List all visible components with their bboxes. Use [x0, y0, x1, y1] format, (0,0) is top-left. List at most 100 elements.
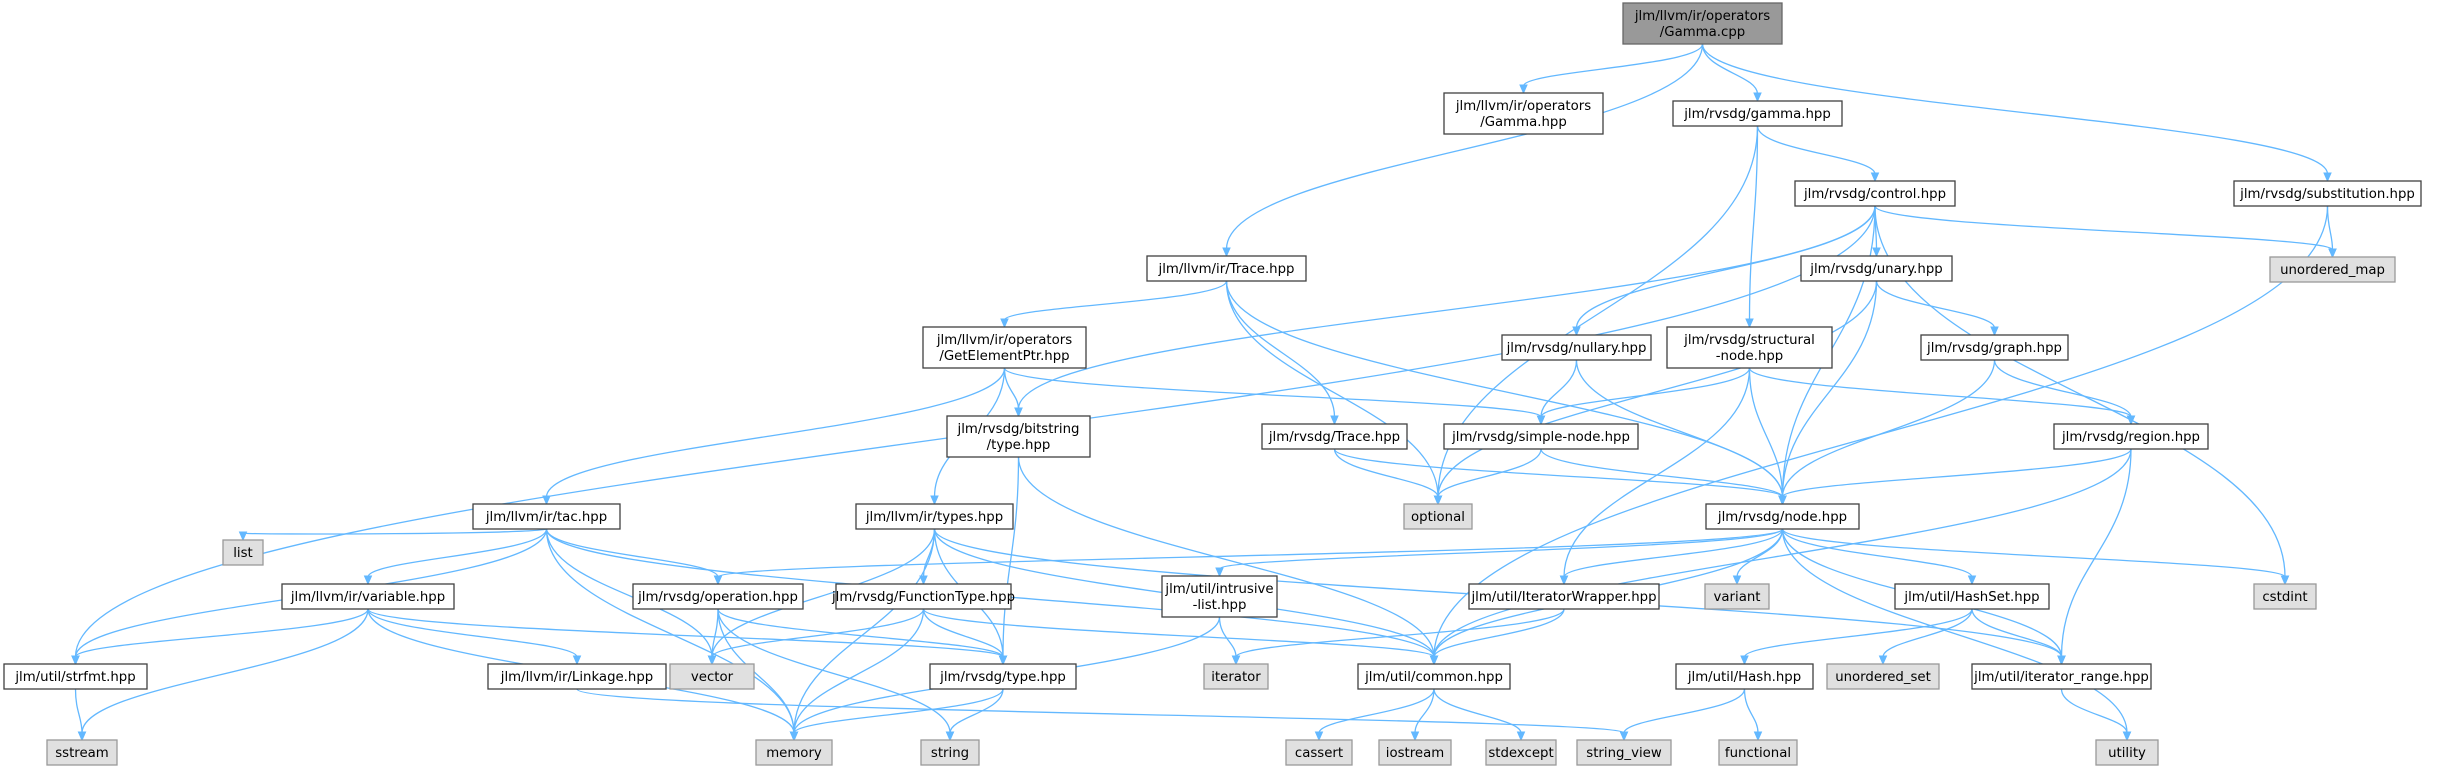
edge-rvsdg_node-to-rvsdg_operation	[713, 528, 1784, 586]
node-rvsdg_unary[interactable]: jlm/rvsdg/unary.hpp	[1800, 255, 1953, 282]
edge-rvsdg_structural-to-iterator_wrapper	[1559, 367, 1751, 586]
edge-iterator_wrapper-to-iterator	[1231, 608, 1565, 666]
edge-rvsdg_node-to-intrusive_list	[1215, 528, 1784, 578]
edge-iterator_range-to-utility	[2060, 688, 2132, 742]
edge-strfmt-to-sstream	[74, 688, 87, 742]
node-label: jlm/rvsdg/simple-node.hpp	[1451, 430, 1630, 445]
edge-tac-to-list	[238, 528, 548, 542]
edge-hashset-to-util_hash	[1740, 608, 1973, 666]
edge-rvsdg_structural-to-rvsdg_node	[1748, 367, 1787, 506]
node-label: jlm/rvsdg/graph.hpp	[1926, 341, 2062, 356]
node-string: string	[920, 739, 980, 766]
node-optional: optional	[1403, 503, 1473, 530]
node-label: iostream	[1386, 746, 1444, 761]
node-rvsdg_gamma[interactable]: jlm/rvsdg/gamma.hpp	[1672, 100, 1843, 127]
edge-rvsdg_unary-to-rvsdg_node	[1778, 280, 1878, 506]
node-gammahpp_ops[interactable]: jlm/llvm/ir/operators/Gamma.hpp	[1443, 92, 1604, 135]
dependency-edges	[71, 43, 2337, 742]
edge-rvsdg_control-to-bitstring	[1014, 205, 1876, 418]
node-rvsdg_operation[interactable]: jlm/rvsdg/operation.hpp	[632, 583, 804, 610]
node-simple_node[interactable]: jlm/rvsdg/simple-node.hpp	[1443, 423, 1639, 450]
node-rvsdg_graph[interactable]: jlm/rvsdg/graph.hpp	[1920, 334, 2069, 361]
node-iterator_wrapper[interactable]: jlm/util/IteratorWrapper.hpp	[1468, 583, 1660, 610]
edge-iterator_wrapper-to-common	[1429, 608, 1565, 666]
node-variant: variant	[1704, 583, 1770, 610]
node-label: cstdint	[2262, 590, 2307, 605]
node-tac[interactable]: jlm/llvm/ir/tac.hpp	[472, 503, 621, 530]
edge-hashset-to-iterator_range	[1971, 608, 2066, 666]
node-label: jlm/rvsdg/control.hpp	[1803, 187, 1946, 202]
node-label: list	[233, 546, 253, 561]
node-cassert: cassert	[1285, 739, 1353, 766]
edge-tac-to-rvsdg_operation	[545, 528, 723, 586]
node-label: iterator	[1211, 670, 1261, 685]
node-rvsdg_trace[interactable]: jlm/rvsdg/Trace.hpp	[1261, 423, 1408, 450]
node-functional: functional	[1718, 739, 1798, 766]
edge-bitstring-to-rvsdg_type	[998, 456, 1020, 666]
node-label: stdexcept	[1488, 746, 1553, 761]
node-rvsdg_subst[interactable]: jlm/rvsdg/substitution.hpp	[2233, 180, 2422, 207]
node-rvsdg_node[interactable]: jlm/rvsdg/node.hpp	[1705, 503, 1860, 530]
node-hashset[interactable]: jlm/util/HashSet.hpp	[1894, 583, 2050, 610]
edge-rvsdg_region-to-common	[1429, 448, 2132, 666]
node-linkage[interactable]: jlm/llvm/ir/Linkage.hpp	[487, 663, 667, 690]
node-llvm_variable[interactable]: jlm/llvm/ir/variable.hpp	[281, 583, 455, 610]
edge-llvm_variable-to-strfmt	[71, 608, 369, 666]
node-label: -node.hpp	[1716, 349, 1784, 364]
edge-rvsdg_node-to-utility	[1781, 528, 2132, 742]
node-label: jlm/rvsdg/operation.hpp	[637, 590, 798, 605]
node-label: unordered_set	[1835, 670, 1931, 685]
node-string_view: string_view	[1576, 739, 1672, 766]
node-rvsdg_structural[interactable]: jlm/rvsdg/structural-node.hpp	[1666, 326, 1833, 369]
node-rvsdg_nullary[interactable]: jlm/rvsdg/nullary.hpp	[1501, 334, 1652, 361]
node-rvsdg_type[interactable]: jlm/rvsdg/type.hpp	[929, 663, 1077, 690]
node-label: jlm/util/iterator_range.hpp	[1973, 670, 2149, 685]
edge-common-to-stdexcept	[1433, 688, 1526, 742]
node-label: jlm/rvsdg/bitstring	[957, 422, 1080, 437]
edge-common-to-cassert	[1314, 688, 1435, 742]
node-strfmt[interactable]: jlm/util/strfmt.hpp	[3, 663, 148, 690]
edge-rvsdg_gamma-to-rvsdg_control	[1756, 125, 1880, 183]
edge-rvsdg_node-to-iterator_wrapper	[1559, 528, 1784, 586]
node-function_type[interactable]: jlm/rvsdg/FunctionType.hpp	[831, 583, 1015, 610]
edge-common-to-iostream	[1410, 688, 1435, 742]
node-label: jlm/llvm/ir/types.hpp	[865, 510, 1003, 525]
node-label: jlm/rvsdg/nullary.hpp	[1506, 341, 1647, 356]
edge-rvsdg_type-to-memory	[789, 688, 1004, 742]
node-label: /Gamma.hpp	[1480, 115, 1567, 130]
node-memory: memory	[755, 739, 833, 766]
node-iterator_range[interactable]: jlm/util/iterator_range.hpp	[1971, 663, 2152, 690]
node-label: jlm/util/IteratorWrapper.hpp	[1470, 590, 1656, 605]
node-label: jlm/llvm/ir/Linkage.hpp	[500, 670, 653, 685]
edge-llvm_variable-to-rvsdg_type	[367, 608, 1008, 666]
node-rvsdg_region[interactable]: jlm/rvsdg/region.hpp	[2053, 423, 2209, 450]
edge-tac-to-llvm_variable	[363, 528, 548, 586]
edge-function_type-to-rvsdg_type	[922, 608, 1008, 666]
node-rvsdg_control[interactable]: jlm/rvsdg/control.hpp	[1794, 180, 1956, 207]
edge-util_hash-to-functional	[1743, 688, 1763, 742]
node-gep[interactable]: jlm/llvm/ir/operators/GetElementPtr.hpp	[922, 326, 1087, 369]
node-llvm_trace[interactable]: jlm/llvm/ir/Trace.hpp	[1146, 255, 1307, 282]
node-label: vector	[691, 670, 734, 685]
node-label: variant	[1714, 590, 1761, 605]
node-label: jlm/rvsdg/structural	[1683, 333, 1815, 348]
node-intrusive_list[interactable]: jlm/util/intrusive-list.hpp	[1161, 575, 1278, 618]
node-label: jlm/util/HashSet.hpp	[1903, 590, 2039, 605]
node-common[interactable]: jlm/util/common.hpp	[1357, 663, 1511, 690]
node-util_hash[interactable]: jlm/util/Hash.hpp	[1675, 663, 1814, 690]
node-label: jlm/llvm/ir/operators	[936, 333, 1072, 348]
edge-function_type-to-vector	[707, 608, 925, 666]
node-label: jlm/rvsdg/unary.hpp	[1809, 262, 1942, 277]
node-label: utility	[2108, 746, 2146, 761]
node-label: jlm/llvm/ir/operators	[1634, 9, 1770, 24]
node-root[interactable]: jlm/llvm/ir/operators/Gamma.cpp	[1622, 2, 1783, 45]
node-label: /type.hpp	[987, 438, 1051, 453]
node-llvm_types[interactable]: jlm/llvm/ir/types.hpp	[855, 503, 1014, 530]
node-label: jlm/rvsdg/FunctionType.hpp	[831, 590, 1015, 605]
node-bitstring[interactable]: jlm/rvsdg/bitstring/type.hpp	[946, 415, 1091, 458]
edge-rvsdg_trace-to-rvsdg_node	[1333, 448, 1787, 506]
edge-rvsdg_region-to-iterator_range	[2057, 448, 2132, 666]
edge-rvsdg_graph-to-rvsdg_node	[1778, 359, 1996, 506]
edge-rvsdg_trace-to-optional	[1333, 448, 1443, 506]
edge-llvm_types-to-function_type	[919, 528, 936, 586]
